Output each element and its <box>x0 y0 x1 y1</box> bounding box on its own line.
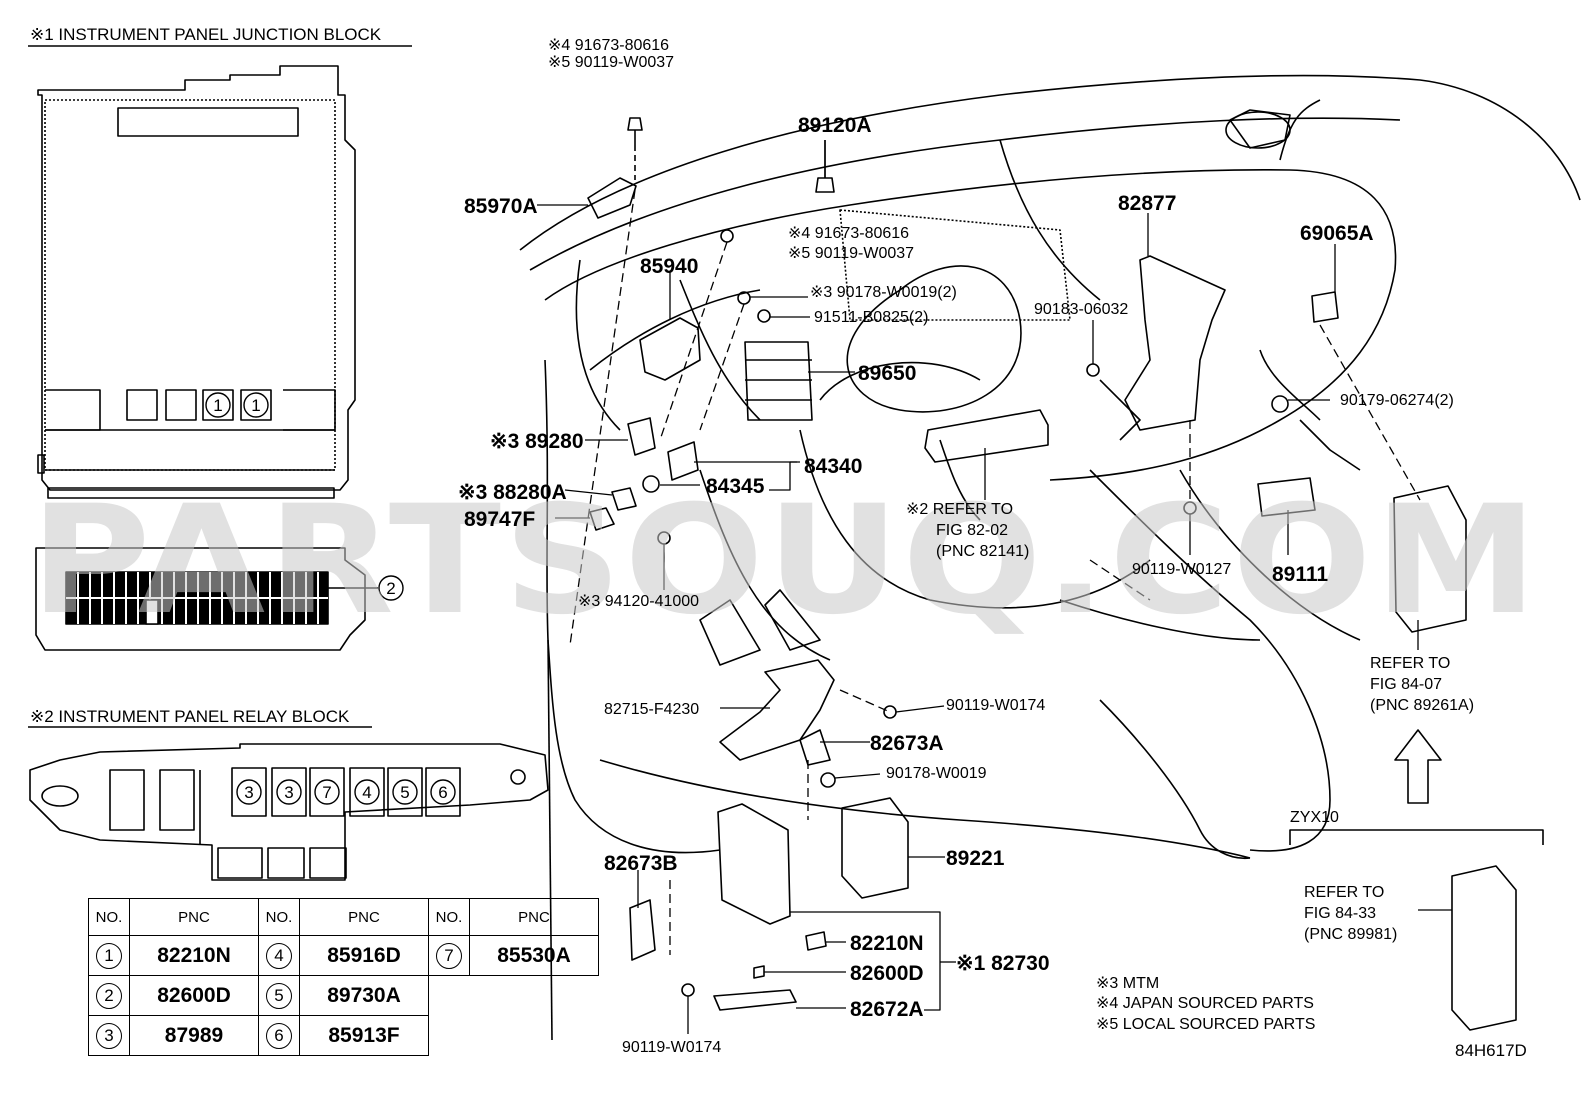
jb-num-3: 2 <box>386 579 395 598</box>
callout-c41: REFER TO <box>1304 884 1384 901</box>
callout-c25: ※3 94120-41000 <box>578 593 699 610</box>
row-number: 2 <box>96 982 122 1009</box>
pnc-cell: 87989 <box>129 1015 259 1056</box>
table-header-row: NO. PNC NO. PNC NO. PNC <box>88 898 599 936</box>
callout-c18: 84345 <box>706 475 765 498</box>
watermark: PARTSOUQ.COM <box>30 474 1540 648</box>
pnc-cell: 85916D <box>299 935 429 976</box>
note-local: ※5 LOCAL SOURCED PARTS <box>1096 1016 1315 1033</box>
callout-c29: 82715-F4230 <box>604 701 699 718</box>
junction-block-header: ※1 INSTRUMENT PANEL JUNCTION BLOCK <box>30 25 382 44</box>
rb-num-1: 3 <box>244 783 253 802</box>
row-number: 3 <box>96 1022 122 1049</box>
callout-c22: (PNC 82141) <box>936 543 1029 560</box>
callout-c9: 85940 <box>640 255 698 278</box>
callout-c21: FIG 82-02 <box>936 522 1008 539</box>
callout-c37: ※1 82730 <box>956 952 1050 975</box>
callout-c17: ※3 88280A <box>458 481 567 504</box>
row-number: 1 <box>96 942 122 969</box>
callout-c42: FIG 84-33 <box>1304 905 1376 922</box>
callout-c3: 89120A <box>798 114 872 137</box>
callout-c35: 82210N <box>850 932 924 955</box>
callout-c19: 89747F <box>464 508 535 531</box>
table-row: 3 87989 6 85913F <box>88 1015 599 1056</box>
callout-c4: 85970A <box>464 195 538 218</box>
callouts: ※4 91673-80616 ※5 90119-W0037 89120A 859… <box>458 37 1474 1056</box>
callout-c33: 89221 <box>946 847 1005 870</box>
sheet-id: 84H617D <box>1455 1041 1527 1060</box>
relay-block-header: ※2 INSTRUMENT PANEL RELAY BLOCK <box>30 707 350 726</box>
callout-c24: 89111 <box>1272 563 1328 586</box>
row-number: 7 <box>436 942 462 969</box>
note-japan: ※4 JAPAN SOURCED PARTS <box>1096 995 1314 1012</box>
guide-lines <box>569 189 1421 955</box>
callout-c11: 91511-B0825(2) <box>814 309 928 326</box>
rb-num-6: 6 <box>438 783 447 802</box>
col-pnc: PNC <box>129 898 259 936</box>
callout-c28: (PNC 89261A) <box>1370 697 1474 714</box>
callout-c43: (PNC 89981) <box>1304 926 1397 943</box>
callout-c31: 82673A <box>870 732 944 755</box>
col-pnc: PNC <box>469 898 599 936</box>
callout-c27: FIG 84-07 <box>1370 676 1442 693</box>
callout-c15: ※3 89280 <box>490 430 584 453</box>
pnc-cell: 89730A <box>299 975 429 1016</box>
callout-c14: 90179-06274(2) <box>1340 392 1454 409</box>
callout-c30: 90119-W0174 <box>946 697 1045 714</box>
row-number: 5 <box>266 982 292 1009</box>
callout-c5: 82877 <box>1118 192 1176 215</box>
callout-c36: 82600D <box>850 962 924 985</box>
callout-c13: 89650 <box>858 362 916 385</box>
pnc-table: NO. PNC NO. PNC NO. PNC 1 82210N 4 85916… <box>88 898 599 1056</box>
callout-c1: ※4 91673-80616 <box>548 37 669 54</box>
table-row: 1 82210N 4 85916D 7 85530A <box>88 935 599 976</box>
callout-c32: 90178-W0019 <box>886 765 987 782</box>
col-no: NO. <box>88 898 130 936</box>
col-pnc: PNC <box>299 898 429 936</box>
notes: ※3 MTM ※4 JAPAN SOURCED PARTS ※5 LOCAL S… <box>1096 975 1315 1033</box>
callout-c7: ※5 90119-W0037 <box>788 245 914 262</box>
rb-num-5: 5 <box>400 783 409 802</box>
note-mtm: ※3 MTM <box>1096 975 1159 992</box>
callout-c38: 82672A <box>850 998 924 1021</box>
callout-c10: ※3 90178-W0019(2) <box>810 284 957 301</box>
circled-numbers: 1 1 2 3 3 7 4 5 6 <box>205 392 456 805</box>
callout-c26: REFER TO <box>1370 655 1450 672</box>
rb-num-4: 4 <box>362 783 371 802</box>
row-number: 4 <box>266 942 292 969</box>
callout-c39: 90119-W0174 <box>622 1039 721 1056</box>
leader-lines <box>537 140 1452 1034</box>
table-row: 2 82600D 5 89730A <box>88 975 599 1016</box>
dashboard-drawing <box>519 74 1581 1041</box>
rb-num-2: 3 <box>284 783 293 802</box>
callout-c12: 90183-06032 <box>1034 301 1128 318</box>
pnc-cell: 82600D <box>129 975 259 1016</box>
pnc-cell: 85913F <box>299 1015 429 1056</box>
col-no: NO. <box>428 898 470 936</box>
pnc-cell: 85530A <box>469 935 599 976</box>
jb-num-1: 1 <box>213 396 222 415</box>
junction-block-drawing <box>28 45 412 651</box>
rb-num-3: 7 <box>322 783 331 802</box>
callout-c34: 82673B <box>604 852 678 875</box>
row-number: 6 <box>266 1022 292 1049</box>
callout-c40: ZYX10 <box>1290 809 1339 826</box>
pnc-cell: 82210N <box>129 935 259 976</box>
callout-c16: 84340 <box>804 455 862 478</box>
callout-c23: 90119-W0127 <box>1132 561 1231 578</box>
relay-block-drawing <box>28 726 549 881</box>
jb-num-2: 1 <box>251 396 260 415</box>
callout-c8: 69065A <box>1300 222 1374 245</box>
callout-c6: ※4 91673-80616 <box>788 225 909 242</box>
callout-c20: ※2 REFER TO <box>906 501 1013 518</box>
col-no: NO. <box>258 898 300 936</box>
callout-c2: ※5 90119-W0037 <box>548 54 674 71</box>
